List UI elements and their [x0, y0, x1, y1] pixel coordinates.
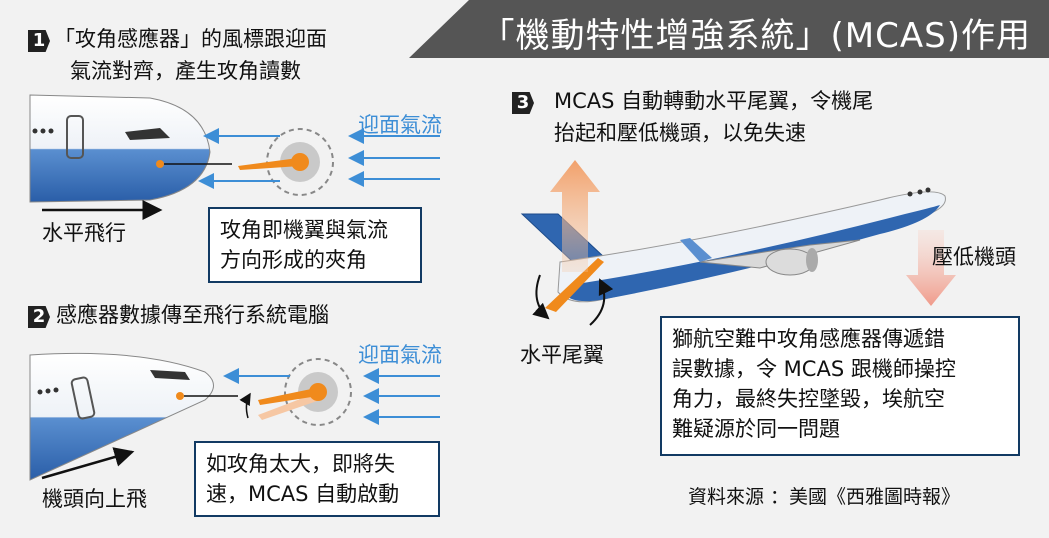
door-1 [66, 115, 84, 159]
nose-down-label: 壓低機頭 [932, 245, 1016, 269]
airflow-arrows-2 [223, 368, 440, 425]
aoa-vane-1 [238, 128, 334, 196]
aoa-definition-line-1: 攻角即機翼與氣流 [220, 218, 388, 242]
plane-nose-2 [29, 352, 238, 481]
nose-down-arrow [906, 230, 956, 306]
aoa-sensor-dot-2 [176, 392, 184, 400]
crash-note-box: 獅航空難中攻角感應器傳遞錯 誤數據，令 MCAS 跟機師操控 角力，最終失控墜毀… [660, 316, 1020, 456]
crash-note-line-1: 獅航空難中攻角感應器傳遞錯 [672, 327, 945, 351]
step-2-number: 2 [28, 306, 50, 328]
aoa-definition-line-2: 方向形成的夾角 [220, 248, 367, 272]
aoa-sensor-dot-1 [156, 160, 164, 168]
nose-up-arrow [41, 447, 135, 480]
step-3-line-1: MCAS 自動轉動水平尾翼，令機尾 [554, 89, 874, 113]
crash-note-line-3: 角力，最終失控墜毀，埃航空 [672, 387, 945, 411]
plane-nose-1 [29, 94, 232, 203]
source-credit: 資料來源 ：美國《西雅圖時報》 [688, 486, 961, 508]
tail-up-arrow [550, 160, 600, 272]
step-3-number: 3 [512, 92, 534, 114]
mcas-trigger-line-2: 速，MCAS 自動啟動 [206, 482, 400, 506]
step-1-line-2: 氣流對齊，產生攻角讀數 [70, 59, 301, 83]
crash-note-line-4: 難疑源於同一問題 [672, 417, 840, 441]
stabilizer-label: 水平尾翼 [520, 343, 604, 367]
horizontal-stabilizer [545, 258, 604, 312]
mcas-trigger-line-1: 如攻角太大，即將失 [206, 452, 395, 476]
nose-up-label: 機頭向上飛 [42, 487, 147, 511]
aoa-vane-2 [239, 358, 352, 426]
step-1-number: 1 [28, 30, 50, 52]
airplane-full [520, 187, 946, 326]
step-2-line-1: 感應器數據傳至飛行系統電腦 [56, 303, 329, 327]
cockpit-window-1 [125, 128, 170, 140]
step-1-line-1: 「攻角感應器」的風標跟迎面 [54, 27, 327, 51]
step-3-line-2: 抬起和壓低機頭，以免失速 [554, 121, 806, 145]
level-flight-label: 水平飛行 [42, 221, 126, 245]
airflow-label-1: 迎面氣流 [358, 113, 442, 137]
crash-note-line-2: 誤數據，令 MCAS 跟機師操控 [672, 357, 956, 381]
mcas-trigger-box: 如攻角太大，即將失 速，MCAS 自動啟動 [194, 441, 440, 517]
airflow-arrows-1 [198, 128, 440, 189]
airflow-label-2: 迎面氣流 [358, 343, 442, 367]
title-bar [409, 0, 1049, 58]
aoa-definition-box: 攻角即機翼與氣流 方向形成的夾角 [208, 207, 422, 283]
page-title: 「機動特性增強系統」(MCAS)作用 [480, 16, 1031, 56]
